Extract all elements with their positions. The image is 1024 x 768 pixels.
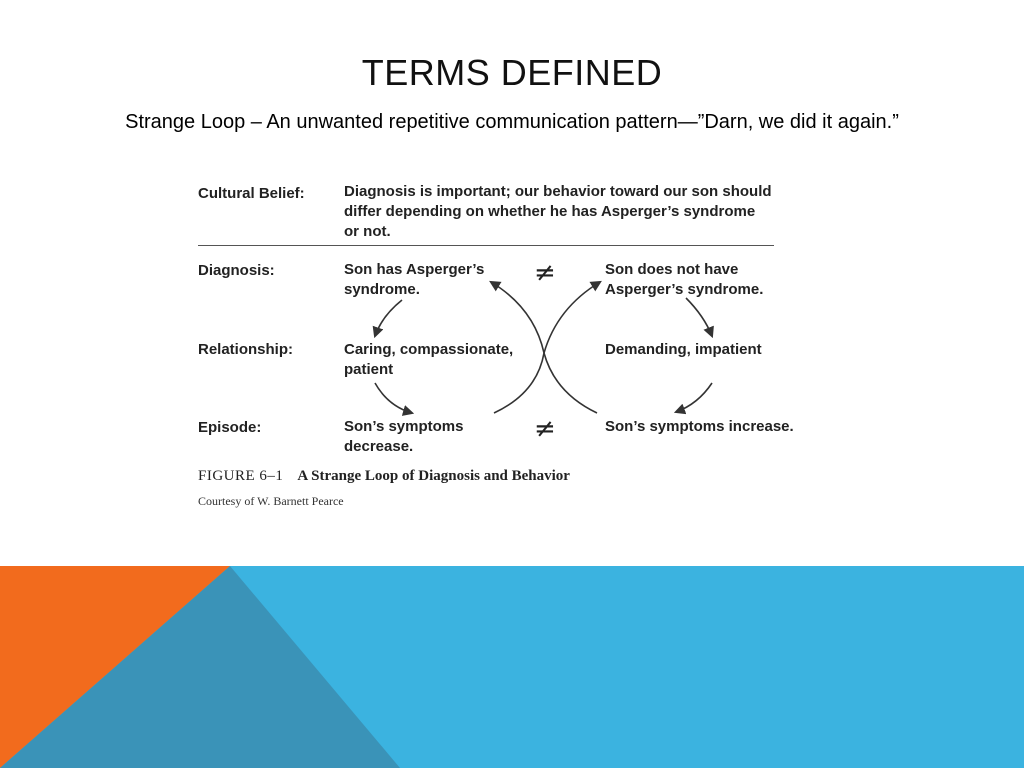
row-label-relationship: Relationship: — [198, 341, 294, 358]
loop-arrows — [372, 280, 714, 416]
arrow-relationship-to-episode-left — [374, 382, 415, 416]
figure-divider — [198, 245, 774, 246]
diagnosis-right-text: Son does not have Asperger’s syndrome. — [605, 261, 764, 298]
arrow-diagnosis-to-relationship-left — [372, 299, 403, 339]
row-label-cultural-belief: Cultural Belief: — [198, 185, 305, 202]
not-equal-icon: ≠ — [534, 258, 556, 288]
figure-caption: FIGURE 6–1 A Strange Loop of Diagnosis an… — [198, 468, 570, 485]
relationship-left-text: Caring, compassionate, patient — [344, 341, 514, 378]
not-equal-icon: ≠ — [534, 414, 556, 444]
figure-number: FIGURE 6–1 — [198, 468, 284, 484]
relationship-right-text: Demanding, impatient — [605, 341, 762, 358]
arrow-cross-left-to-right — [493, 280, 602, 414]
diagnosis-left-text: Son has Asperger’s syndrome. — [344, 261, 485, 298]
figure-title: A Strange Loop of Diagnosis and Behavior — [297, 468, 570, 484]
cultural-belief-text: Diagnosis is important; our behavior tow… — [344, 183, 772, 240]
episode-right-text: Son’s symptoms increase. — [605, 418, 794, 435]
slide-title: Terms Defined — [361, 52, 663, 93]
steel-blue-triangle — [0, 566, 400, 768]
figure-credit: Courtesy of W. Barnett Pearce — [198, 494, 344, 508]
arrow-diagnosis-to-relationship-right — [685, 297, 714, 339]
arrow-cross-right-to-left — [489, 280, 598, 414]
arrow-relationship-to-episode-right — [673, 382, 713, 415]
row-label-episode: Episode: — [198, 419, 262, 436]
row-label-diagnosis: Diagnosis: — [198, 262, 275, 279]
episode-left-text: Son’s symptoms decrease. — [344, 418, 464, 455]
slide-subtitle: Strange Loop – An unwanted repetitive co… — [125, 111, 899, 133]
strange-loop-figure: Cultural Belief: Diagnosis is important;… — [192, 168, 822, 536]
